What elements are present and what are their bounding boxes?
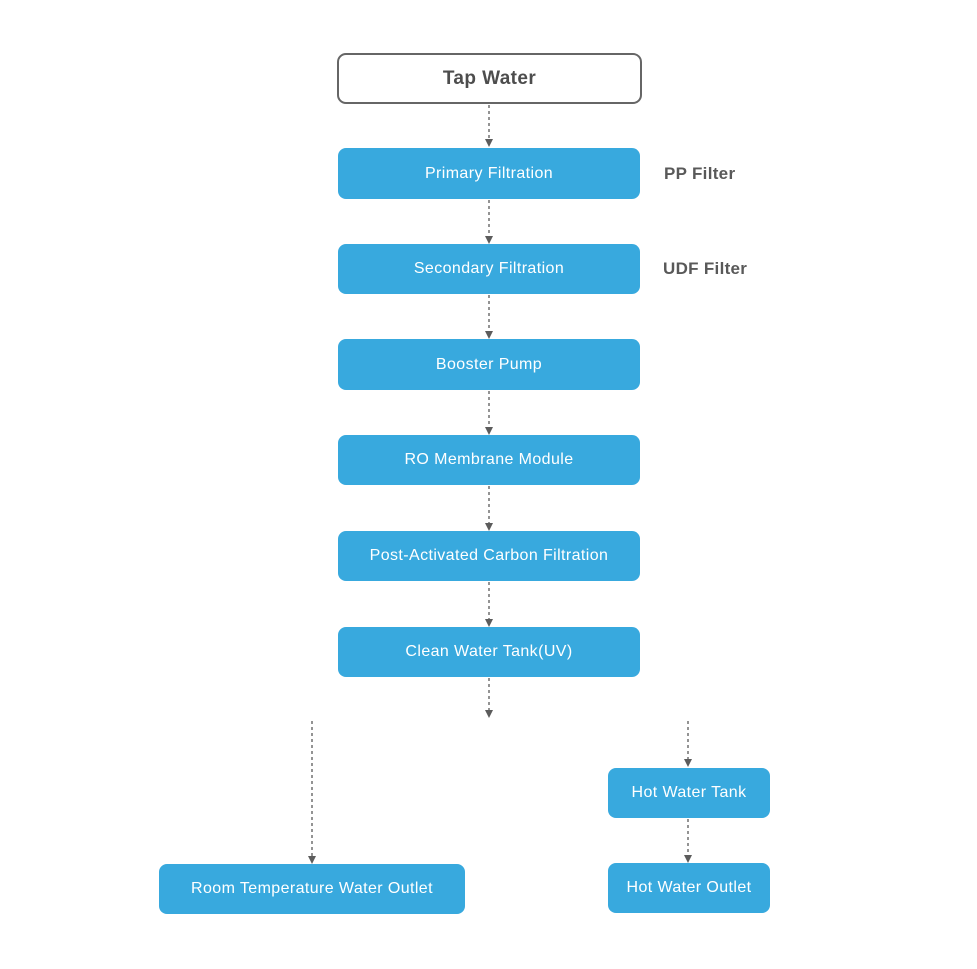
node-clean-water-tank-uv-label: Clean Water Tank(UV): [405, 643, 573, 660]
node-hot-water-outlet: Hot Water Outlet: [608, 863, 770, 913]
node-clean-water-tank-uv: Clean Water Tank(UV): [338, 627, 640, 677]
connector-post-to-clean: [485, 582, 493, 627]
node-secondary-filtration: Secondary Filtration: [338, 244, 640, 294]
node-hot-water-tank-label: Hot Water Tank: [631, 784, 747, 801]
annotation-pp-filter: PP Filter: [664, 164, 736, 183]
connector-secondary-to-booster: [485, 295, 493, 339]
connector-branch-to-room-temp-outlet: [308, 721, 316, 864]
node-secondary-filtration-label: Secondary Filtration: [413, 260, 565, 277]
node-booster-pump-label: Booster Pump: [435, 355, 543, 373]
node-post-activated-carbon-filtration-label: Post-Activated Carbon Filtration: [369, 547, 609, 564]
node-post-activated-carbon-filtration: Post-Activated Carbon Filtration: [338, 531, 640, 581]
connector-ro-to-post: [485, 486, 493, 531]
node-ro-membrane-module: RO Membrane Module: [338, 435, 640, 485]
connector-clean-outflow: [485, 678, 493, 718]
connector-primary-to-secondary: [485, 200, 493, 244]
node-room-temperature-water-outlet-label: Room Temperature Water Outlet: [191, 880, 433, 897]
connector-hot-tank-to-hot-outlet: [684, 819, 692, 863]
node-hot-water-outlet-label: Hot Water Outlet: [626, 879, 752, 896]
connector-tap-to-primary: [485, 105, 493, 147]
node-tap-water: Tap Water: [337, 53, 642, 104]
node-booster-pump: Booster Pump: [338, 339, 640, 390]
node-tap-water-label: Tap Water: [442, 67, 537, 89]
connector-branch-to-hot-water-tank: [684, 721, 692, 767]
node-hot-water-tank: Hot Water Tank: [608, 768, 770, 818]
node-primary-filtration: Primary Filtration: [338, 148, 640, 199]
node-primary-filtration-label: Primary Filtration: [424, 164, 554, 182]
node-room-temperature-water-outlet: Room Temperature Water Outlet: [159, 864, 465, 914]
node-ro-membrane-module-label: RO Membrane Module: [404, 451, 574, 468]
connector-booster-to-ro: [485, 391, 493, 435]
annotation-udf-filter: UDF Filter: [663, 259, 748, 278]
